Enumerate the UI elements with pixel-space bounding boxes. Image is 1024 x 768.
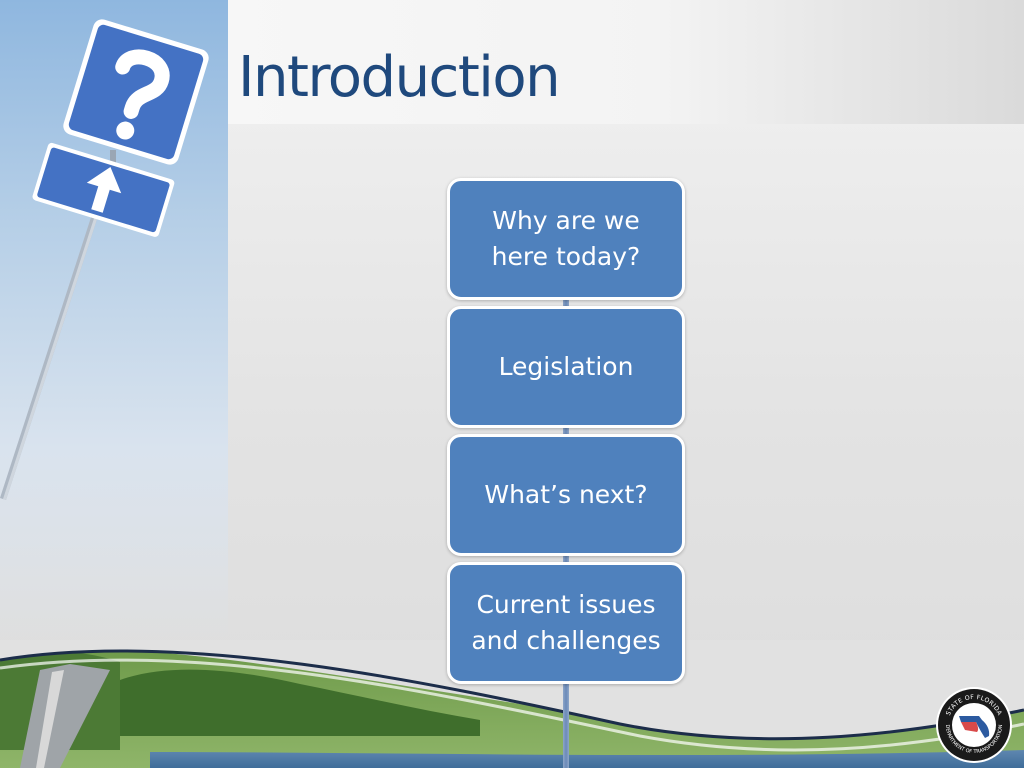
step-label: Why are we here today? xyxy=(491,206,641,271)
landscape-banner xyxy=(0,640,1024,768)
step-label: What’s next? xyxy=(484,480,648,509)
step-why-here-today: Why are we here today? xyxy=(447,178,685,300)
fdot-seal-icon: STATE OF FLORIDA DEPARTMENT OF TRANSPORT… xyxy=(936,687,1012,763)
question-mark-road-sign-icon xyxy=(0,19,209,500)
step-legislation: Legislation xyxy=(447,306,685,428)
arrow-up-icon xyxy=(86,166,122,213)
step-whats-next: What’s next? xyxy=(447,434,685,556)
step-label: Legislation xyxy=(498,352,634,381)
step-current-issues: Current issues and challenges xyxy=(447,562,685,684)
title-band xyxy=(228,0,1024,124)
step-label: Current issues and challenges xyxy=(471,590,661,655)
page-title: Introduction xyxy=(238,45,561,110)
